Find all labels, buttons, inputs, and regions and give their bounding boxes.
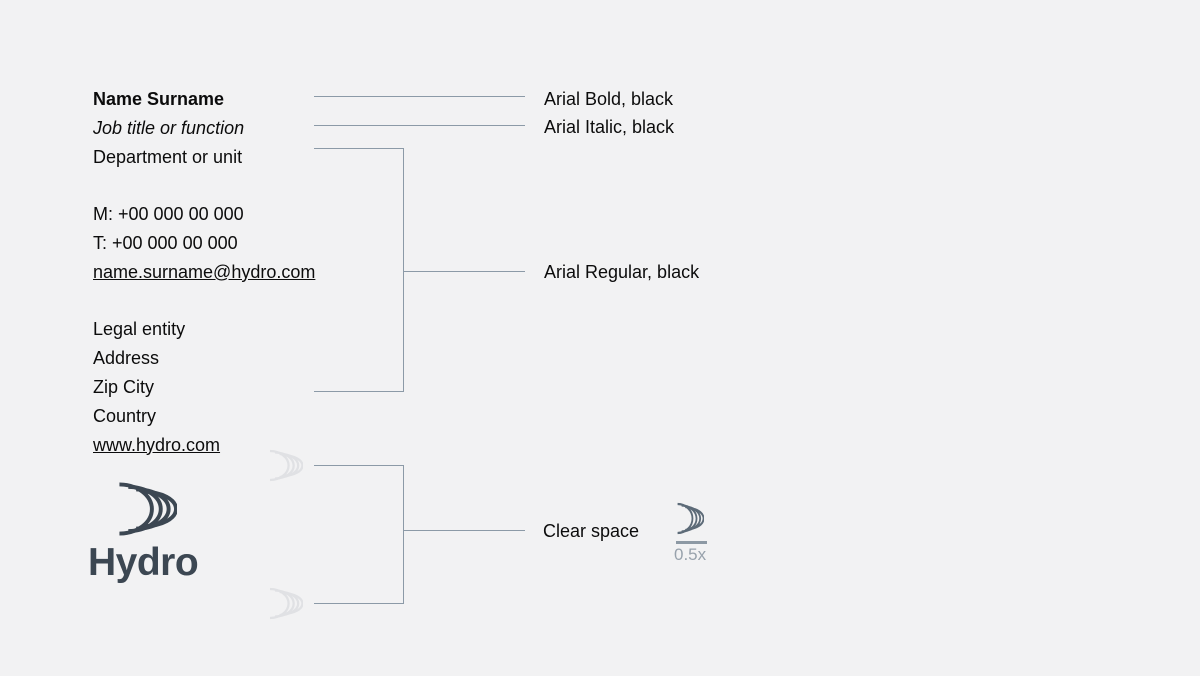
signature-country: Country (93, 405, 157, 426)
signature-name: Name Surname (93, 89, 225, 109)
bracket-body-bottom-line (314, 391, 403, 392)
bracket-clearspace-bottom-line (314, 603, 403, 604)
annotation-arial-regular: Arial Regular, black (544, 262, 700, 282)
annotation-clear-space: Clear space (543, 521, 640, 541)
measure-value-label: 0.5x (674, 545, 707, 564)
signature-blank-line (93, 171, 315, 200)
signature-zip-city: Zip City (93, 376, 155, 397)
signature-job-title: Job title or function (93, 117, 245, 138)
bracket-body-top-line (314, 148, 403, 149)
annotation-arial-italic: Arial Italic, black (544, 117, 675, 137)
signature-address: Address (93, 348, 160, 369)
hydro-wordmark: Hydro (88, 541, 199, 584)
bracket-clearspace-top-line (314, 465, 403, 466)
signature-blank-line (93, 287, 315, 316)
signature-block: Name Surname Job title or function Depar… (93, 85, 315, 459)
signature-email-link: name.surname@hydro.com (93, 261, 316, 282)
bracket-body-pointer-line (404, 271, 525, 272)
hydro-logo-mark-icon (117, 482, 177, 536)
signature-phone: T: +00 000 00 000 (93, 232, 238, 253)
clear-space-ghost-mark-top-icon (268, 449, 303, 482)
bracket-body-vertical-line (403, 148, 404, 392)
signature-website-link: www.hydro.com (93, 434, 221, 455)
annotation-arial-bold: Arial Bold, black (544, 89, 674, 109)
signature-department: Department or unit (93, 146, 243, 167)
leader-line-name-style (314, 96, 525, 97)
bracket-clearspace-vertical-line (403, 465, 404, 604)
leader-line-title-style (314, 125, 525, 126)
signature-legal-entity: Legal entity (93, 319, 186, 340)
clear-space-measure-mark-icon (676, 502, 704, 535)
measure-underline (676, 541, 707, 544)
signature-mobile: M: +00 000 00 000 (93, 204, 244, 225)
clear-space-ghost-mark-bottom-icon (268, 587, 303, 620)
bracket-clearspace-pointer-line (404, 530, 525, 531)
